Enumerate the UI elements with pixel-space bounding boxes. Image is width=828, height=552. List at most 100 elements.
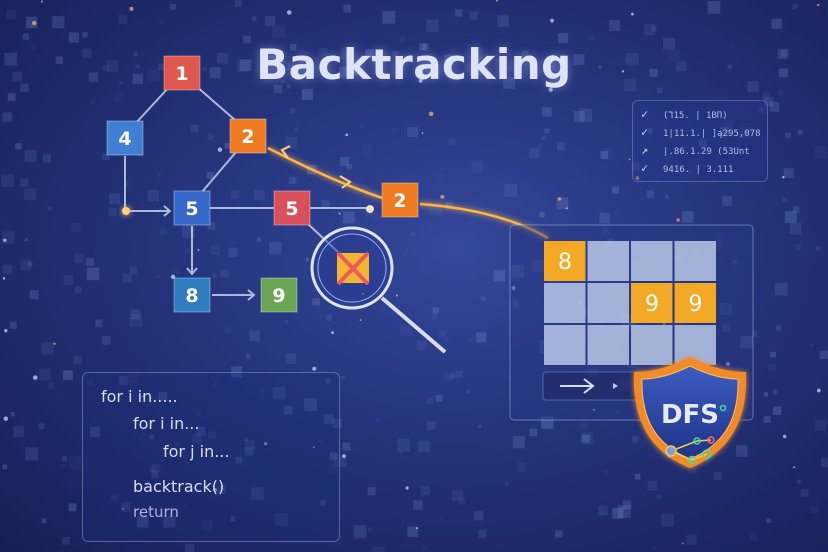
bg-square	[251, 16, 257, 22]
bg-sparkle	[592, 408, 596, 412]
bg-square	[426, 421, 436, 431]
bg-square	[413, 500, 423, 510]
bg-square	[230, 516, 236, 522]
bg-square	[778, 68, 788, 78]
bg-sparkle	[359, 319, 362, 322]
bg-square	[435, 395, 443, 402]
bg-square	[367, 527, 373, 532]
bg-square	[375, 417, 380, 422]
bg-sparkle	[421, 132, 424, 134]
bg-square	[614, 410, 619, 414]
bg-square	[602, 227, 610, 235]
bg-square	[4, 52, 18, 66]
bg-square	[478, 529, 487, 538]
bg-square	[661, 513, 674, 527]
bg-square	[201, 519, 213, 531]
bg-square	[792, 206, 800, 213]
node-label: 5	[285, 198, 298, 220]
bg-square	[450, 373, 456, 379]
graph-node: 9	[260, 277, 298, 313]
bg-square	[795, 244, 802, 250]
bg-square	[579, 108, 593, 122]
bg-sparkle	[676, 218, 680, 222]
bg-sparkle	[816, 388, 821, 393]
bg-square	[68, 503, 77, 512]
bg-square	[217, 485, 226, 494]
bg-square	[544, 128, 550, 134]
bg-square	[305, 257, 310, 262]
bg-square	[722, 324, 730, 332]
bg-square	[422, 43, 429, 50]
bg-square	[321, 200, 330, 209]
bg-square	[55, 56, 63, 64]
bg-sparkle	[440, 194, 445, 199]
bg-square	[207, 221, 216, 230]
bg-square	[192, 434, 202, 444]
bg-sparkle	[511, 286, 516, 291]
bg-square	[713, 472, 722, 481]
bg-square	[122, 273, 132, 283]
bg-square	[109, 193, 121, 205]
bg-square	[751, 330, 758, 337]
bg-sparkle	[170, 274, 176, 280]
bg-sparkle	[782, 175, 785, 179]
bg-square	[82, 32, 88, 38]
bg-square	[698, 139, 707, 148]
bg-square	[209, 67, 221, 79]
bg-square	[343, 4, 352, 13]
bg-square	[771, 18, 782, 29]
node-box	[173, 190, 211, 226]
bg-square	[62, 456, 68, 462]
bg-square	[681, 211, 694, 223]
bg-sparkle	[782, 434, 787, 439]
bg-square	[1, 174, 15, 187]
bg-square	[365, 49, 375, 59]
bg-square	[736, 445, 748, 457]
bg-square	[184, 503, 189, 507]
bg-square	[676, 61, 687, 72]
bg-square	[61, 463, 66, 468]
bg-square	[397, 438, 411, 452]
bg-square	[419, 43, 427, 51]
bg-square	[210, 245, 220, 255]
grid-cell	[544, 325, 586, 365]
bg-square	[341, 375, 345, 380]
bg-square	[24, 149, 37, 162]
bg-square	[582, 308, 590, 315]
bg-square	[532, 259, 546, 273]
bg-square	[667, 49, 680, 62]
bg-square	[62, 536, 70, 545]
bg-sparkle	[416, 527, 419, 530]
bg-square	[39, 368, 51, 381]
code-line: backtrack()	[133, 477, 225, 496]
bg-square	[113, 90, 125, 102]
bg-square	[471, 161, 484, 173]
bg-square	[20, 83, 29, 92]
bg-square	[469, 68, 479, 77]
bg-square	[749, 533, 758, 542]
bg-square	[118, 376, 128, 386]
bg-square	[657, 87, 663, 94]
bg-square	[236, 59, 250, 73]
bg-square	[789, 222, 802, 235]
bg-square	[556, 142, 565, 151]
bg-square	[341, 47, 353, 59]
bg-square	[539, 211, 545, 218]
code-line: for j in...	[163, 442, 230, 461]
bg-square	[581, 434, 590, 443]
bg-square	[464, 63, 473, 72]
bg-square	[124, 181, 129, 186]
bg-sparkle	[628, 158, 631, 161]
bg-square	[235, 456, 243, 464]
bg-square	[281, 79, 285, 84]
log-row: ✓(⅂15. | 1ΒΠ)	[641, 107, 728, 121]
bg-square	[147, 68, 160, 82]
check-trend-icon: ✓	[641, 125, 649, 139]
grid-cell	[631, 241, 673, 281]
bg-square	[425, 19, 439, 33]
node-box	[381, 182, 419, 218]
bg-square	[108, 207, 118, 217]
bg-square	[158, 63, 165, 70]
bg-square	[184, 543, 195, 552]
bg-sparkle	[630, 12, 634, 16]
